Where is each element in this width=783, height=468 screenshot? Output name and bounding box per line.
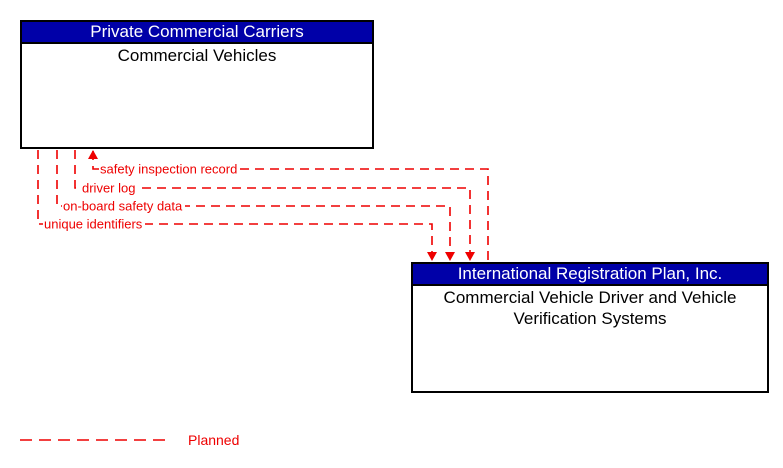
arrow-down-icon [427, 252, 437, 261]
entity-subtitle: Commercial Vehicle Driver and Vehicle Ve… [443, 288, 737, 328]
flow-label-safety-inspection-record[interactable]: safety inspection record [99, 161, 241, 177]
flow-label-unique-identifiers[interactable]: unique identifiers [43, 216, 146, 232]
flow-line-safety-inspection-record [92, 151, 489, 261]
entity-subtitle: Commercial Vehicles [117, 46, 277, 65]
arrow-down-icon [445, 252, 455, 261]
entity-title-bar[interactable]: International Registration Plan, Inc. [413, 264, 767, 286]
entity-title-bar[interactable]: Private Commercial Carriers [22, 22, 372, 44]
flow-label-on-board-safety-data[interactable]: on-board safety data [62, 198, 186, 214]
flow-line-driver-log [74, 150, 471, 259]
arrow-up-icon [88, 150, 98, 159]
entity-box-private-commercial-carriers[interactable]: Private Commercial Carriers Commercial V… [20, 20, 374, 149]
flow-label-driver-log[interactable]: driver log [81, 180, 139, 196]
flow-line-unique-identifiers [37, 150, 433, 259]
entity-box-international-registration-plan[interactable]: International Registration Plan, Inc. Co… [411, 262, 769, 393]
legend-planned-label: Planned [188, 432, 240, 448]
arrow-down-icon [465, 252, 475, 261]
